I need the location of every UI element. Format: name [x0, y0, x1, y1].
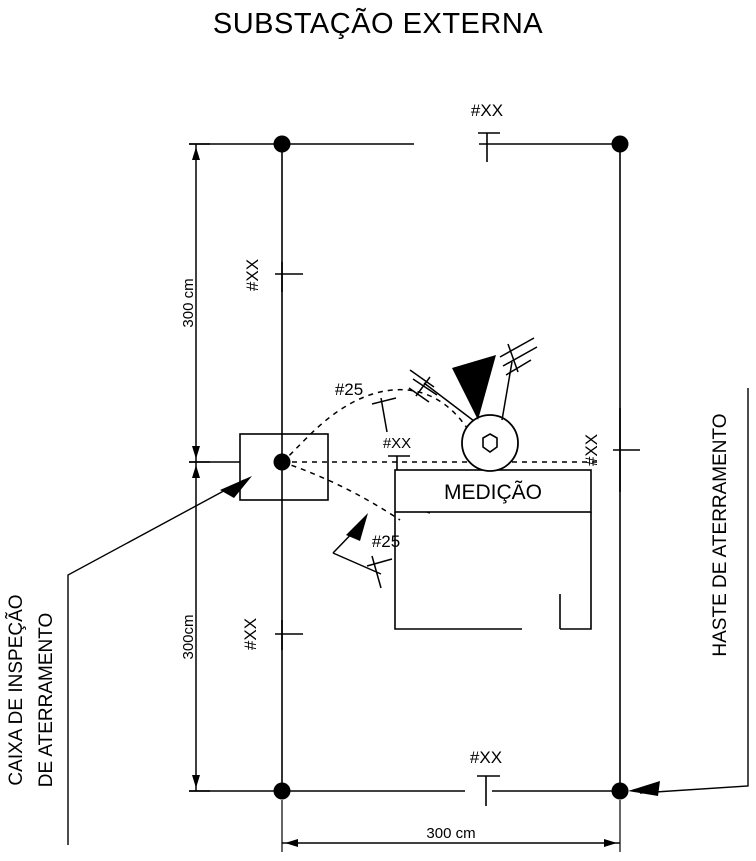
- cable-label-top-center: #XX: [471, 101, 503, 120]
- insulator-hatch-left-1: [409, 369, 435, 388]
- ground-rod-node-bottom-right: [611, 782, 629, 800]
- insulator-hatch-left-2: [412, 378, 438, 396]
- cable-label-center-left: #XX: [383, 435, 411, 452]
- leader-line-inspection-box: [67, 479, 245, 845]
- leader-arrow-ground-rod: [628, 781, 660, 796]
- ground-rod-node-bottom-left: [273, 782, 291, 800]
- dimension-label-left-lower: 300cm: [180, 614, 197, 659]
- cable-label-25-upper: #25: [335, 380, 363, 399]
- leader-arrow-inspection-box: [220, 476, 252, 498]
- leader-arrow-cable-25-lower: [346, 513, 368, 541]
- annotation-inspection-box-line1: CAIXA DE INSPEÇÃO: [5, 594, 27, 785]
- tick-cable-25-lower-cross: [366, 558, 393, 567]
- insulator-hatch-right-2: [502, 346, 538, 367]
- cable-label-center-right: #XX: [582, 434, 601, 466]
- dimension-arrow-down-top: [192, 446, 200, 459]
- insulator-cap-left: [415, 376, 431, 397]
- ground-rod-node-top-right: [611, 135, 629, 153]
- tick-cable-25-lower-vertical: [371, 555, 382, 589]
- page-title: SUBSTAÇÃO EXTERNA: [213, 6, 543, 40]
- tick-cable-25-upper-vertical: [380, 397, 388, 433]
- insulator-hatch-right-3: [505, 359, 532, 376]
- insulator-hatch-right-1: [499, 337, 535, 358]
- equipment-hexagon: [482, 433, 498, 453]
- measurement-box-label: MEDIÇÃO: [444, 480, 542, 504]
- cable-label-bottom-center: #XX: [470, 748, 502, 767]
- annotation-inspection-box-line2: DE ATERRAMENTO: [36, 613, 57, 788]
- dimension-label-bottom: 300 cm: [426, 825, 475, 842]
- dimension-arrow-left-bottom: [285, 839, 298, 847]
- leader-cable-25-lower-right: [332, 552, 382, 575]
- insulator-hatch-left-3: [408, 387, 430, 403]
- insulator-arm-left: [423, 382, 475, 422]
- cable-label-upper-left: #XX: [243, 259, 262, 291]
- leader-line-ground-rod: [639, 388, 749, 794]
- transformer-triangle-symbol: [452, 355, 496, 420]
- cable-label-lower-left: #XX: [241, 618, 260, 650]
- cable-label-25-lower: #25: [372, 532, 400, 551]
- inspection-box: [239, 433, 329, 501]
- dimension-arrow-up-top: [192, 147, 200, 160]
- insulator-cap-right: [507, 343, 519, 373]
- measurement-box-body: [394, 512, 592, 630]
- underground-cable-lower: [281, 461, 401, 521]
- dimension-arrow-up-bottom: [192, 465, 200, 478]
- dimension-arrow-right-bottom: [604, 839, 617, 847]
- annotation-ground-rod: HASTE DE ATERRAMENTO: [710, 413, 731, 656]
- tick-cable-25-upper-cross: [371, 397, 397, 405]
- underground-cable-upper: [281, 388, 479, 463]
- dimension-label-left-upper: 300 cm: [180, 278, 197, 327]
- dimension-arrow-down-bottom: [192, 775, 200, 788]
- measurement-box-header: [394, 469, 592, 513]
- ground-rod-node-top-left: [273, 135, 291, 153]
